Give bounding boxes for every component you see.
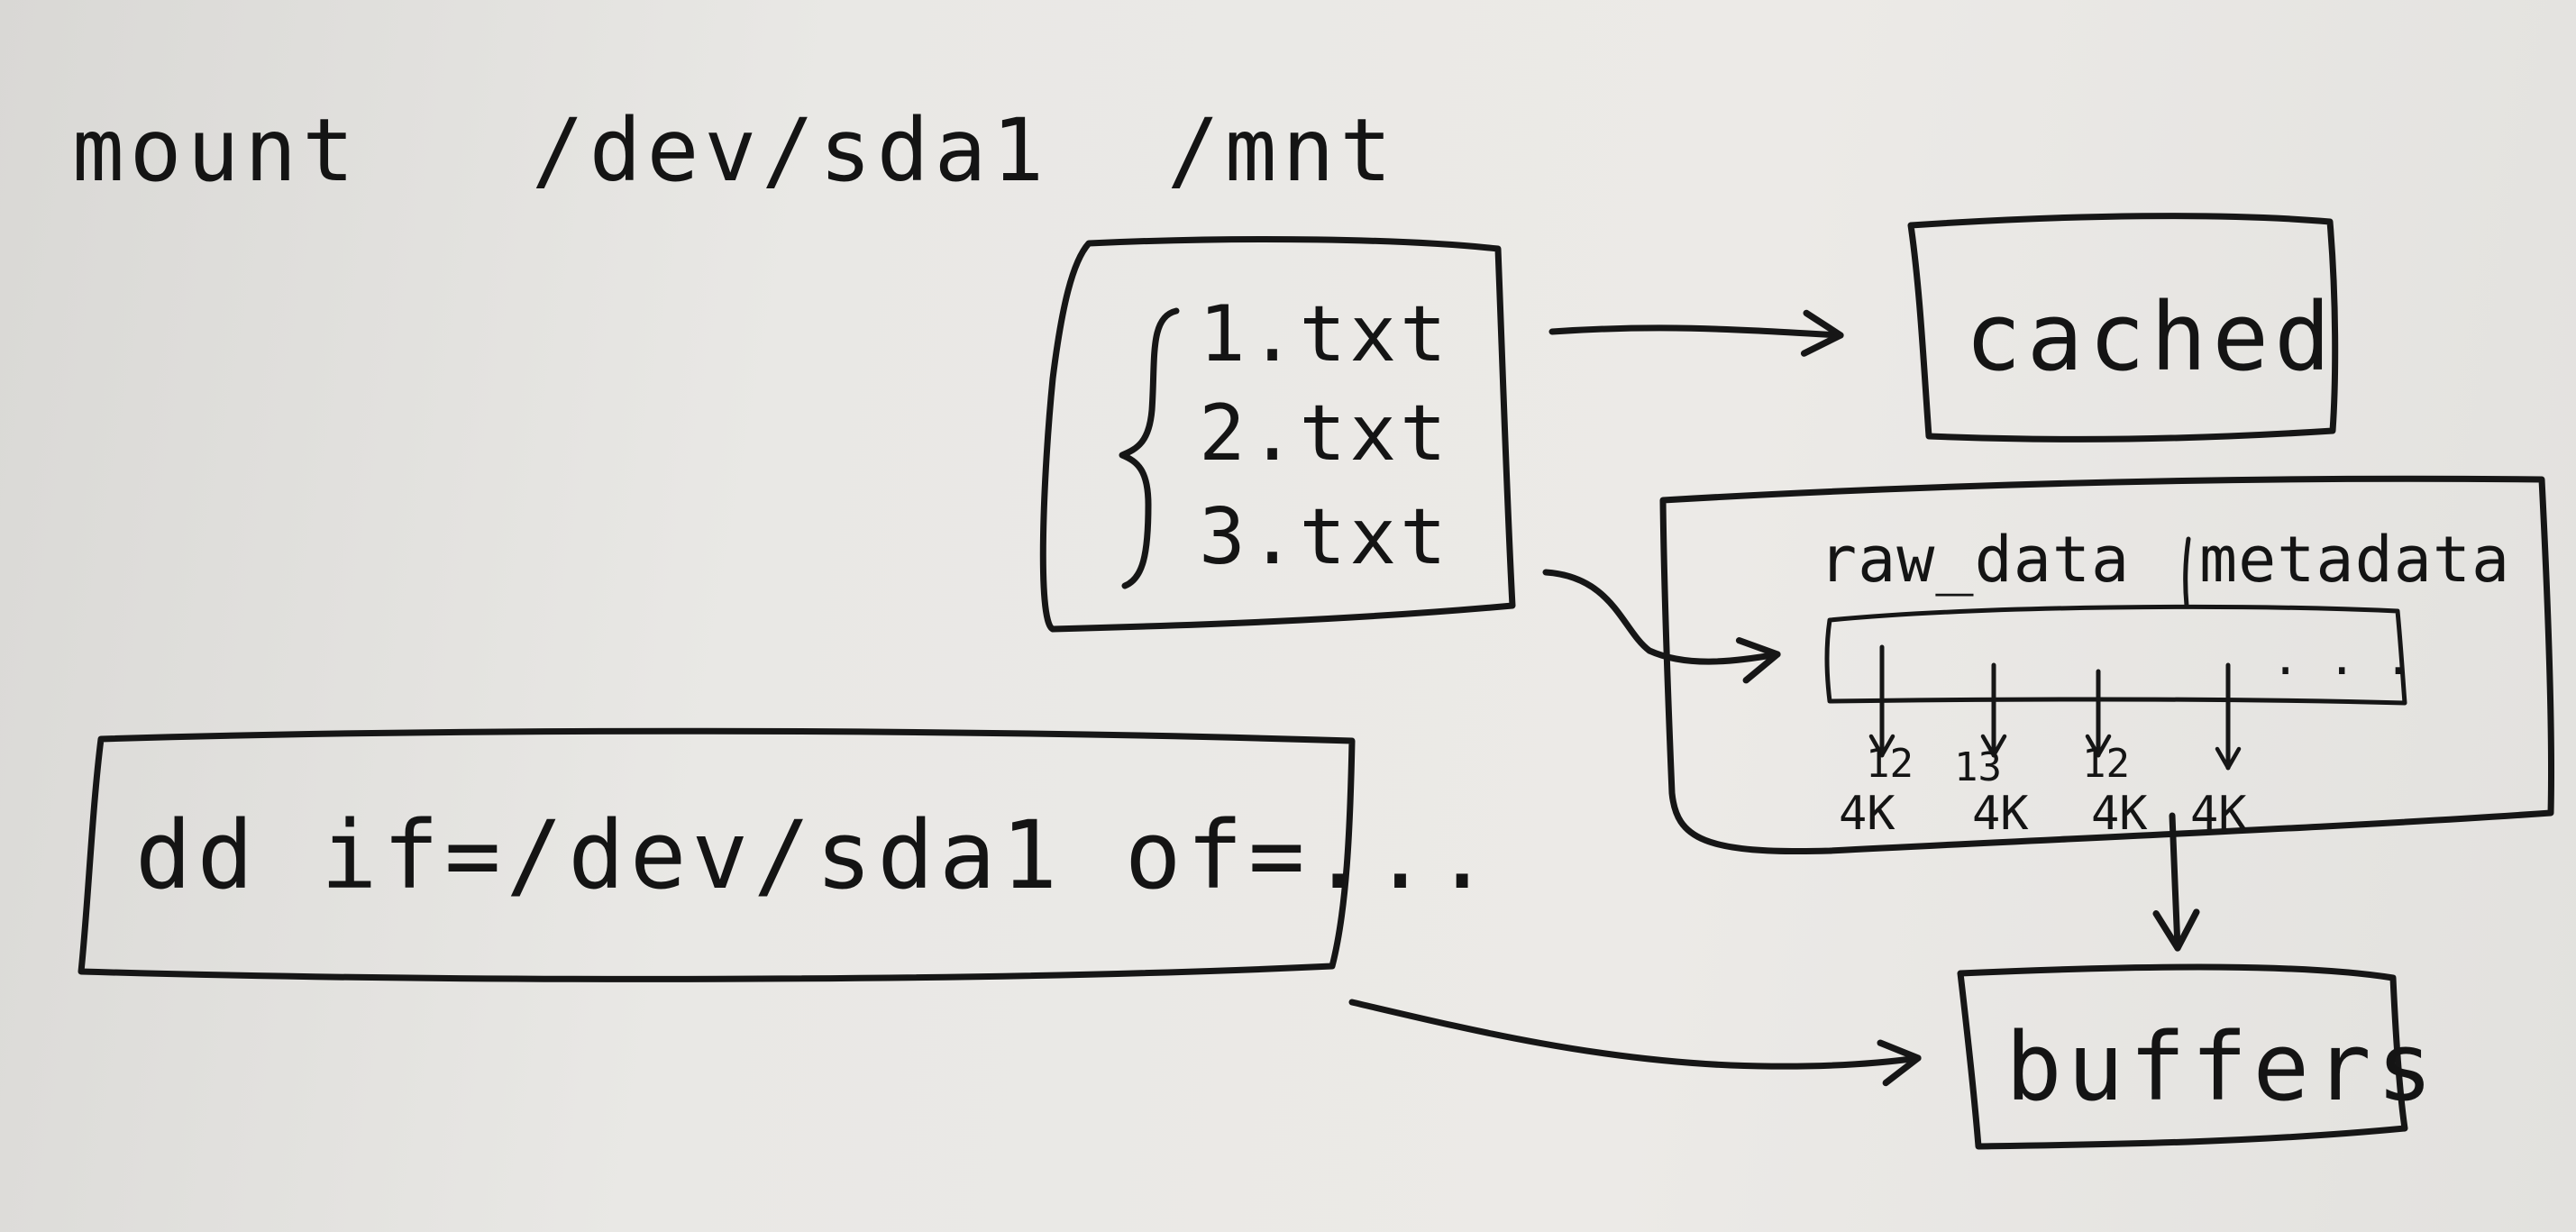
files-brace: [1119, 307, 1180, 589]
arrow-disk-to-buffers: [2152, 812, 2200, 952]
buffers-box-outline: [1957, 963, 2408, 1150]
block-size-2: 4K: [1972, 787, 2029, 841]
dd-box-outline: [78, 727, 1356, 982]
block-size-3: 4K: [2091, 787, 2148, 841]
raw-data-label: raw_data: [1819, 523, 2130, 597]
block-number-1: 12: [1866, 741, 1914, 787]
block-size-4: 4K: [2190, 787, 2247, 841]
header-divider: [2183, 536, 2191, 608]
blocks-ellipsis: . . .: [2271, 632, 2413, 686]
mount-command: mount /dev/sda1 /mnt: [72, 100, 1397, 201]
file-3-label: 3.txt: [1199, 492, 1450, 582]
mount-device: /dev/sda1: [532, 100, 1049, 201]
block-size-1: 4K: [1839, 787, 1895, 841]
dd-command-box: dd if=/dev/sda1 of=...: [78, 727, 1496, 982]
block-number-2: 13: [1954, 744, 2002, 790]
file-1-label: 1.txt: [1199, 289, 1450, 379]
metadata-label: metadata: [2199, 523, 2510, 597]
arrow-dd-to-buffers: [1348, 999, 1922, 1087]
arrow-files-to-cached: [1548, 309, 1844, 357]
cached-label: cached: [1965, 282, 2336, 392]
blocks-strip: [1824, 604, 2407, 706]
file-2-label: 2.txt: [1199, 388, 1450, 479]
mount-keyword: mount: [72, 100, 360, 201]
disk-block-outline: [1659, 475, 2555, 854]
block-number-3: 12: [2082, 741, 2130, 787]
buffers-box: buffers: [1957, 963, 2438, 1150]
arrow-files-to-disk: [1542, 569, 1781, 684]
files-box: 1.txt 2.txt 3.txt: [1039, 235, 1516, 633]
cached-box-outline: [1907, 213, 2339, 443]
buffers-label: buffers: [2005, 1012, 2438, 1122]
disk-block-box: raw_data metadata . . . 12 13 12 4K 4K 4…: [1659, 475, 2555, 854]
mount-point: /mnt: [1167, 100, 1397, 201]
files-box-outline: [1039, 235, 1516, 633]
dd-command-label: dd if=/dev/sda1 of=...: [135, 800, 1496, 910]
cached-box: cached: [1907, 213, 2339, 443]
